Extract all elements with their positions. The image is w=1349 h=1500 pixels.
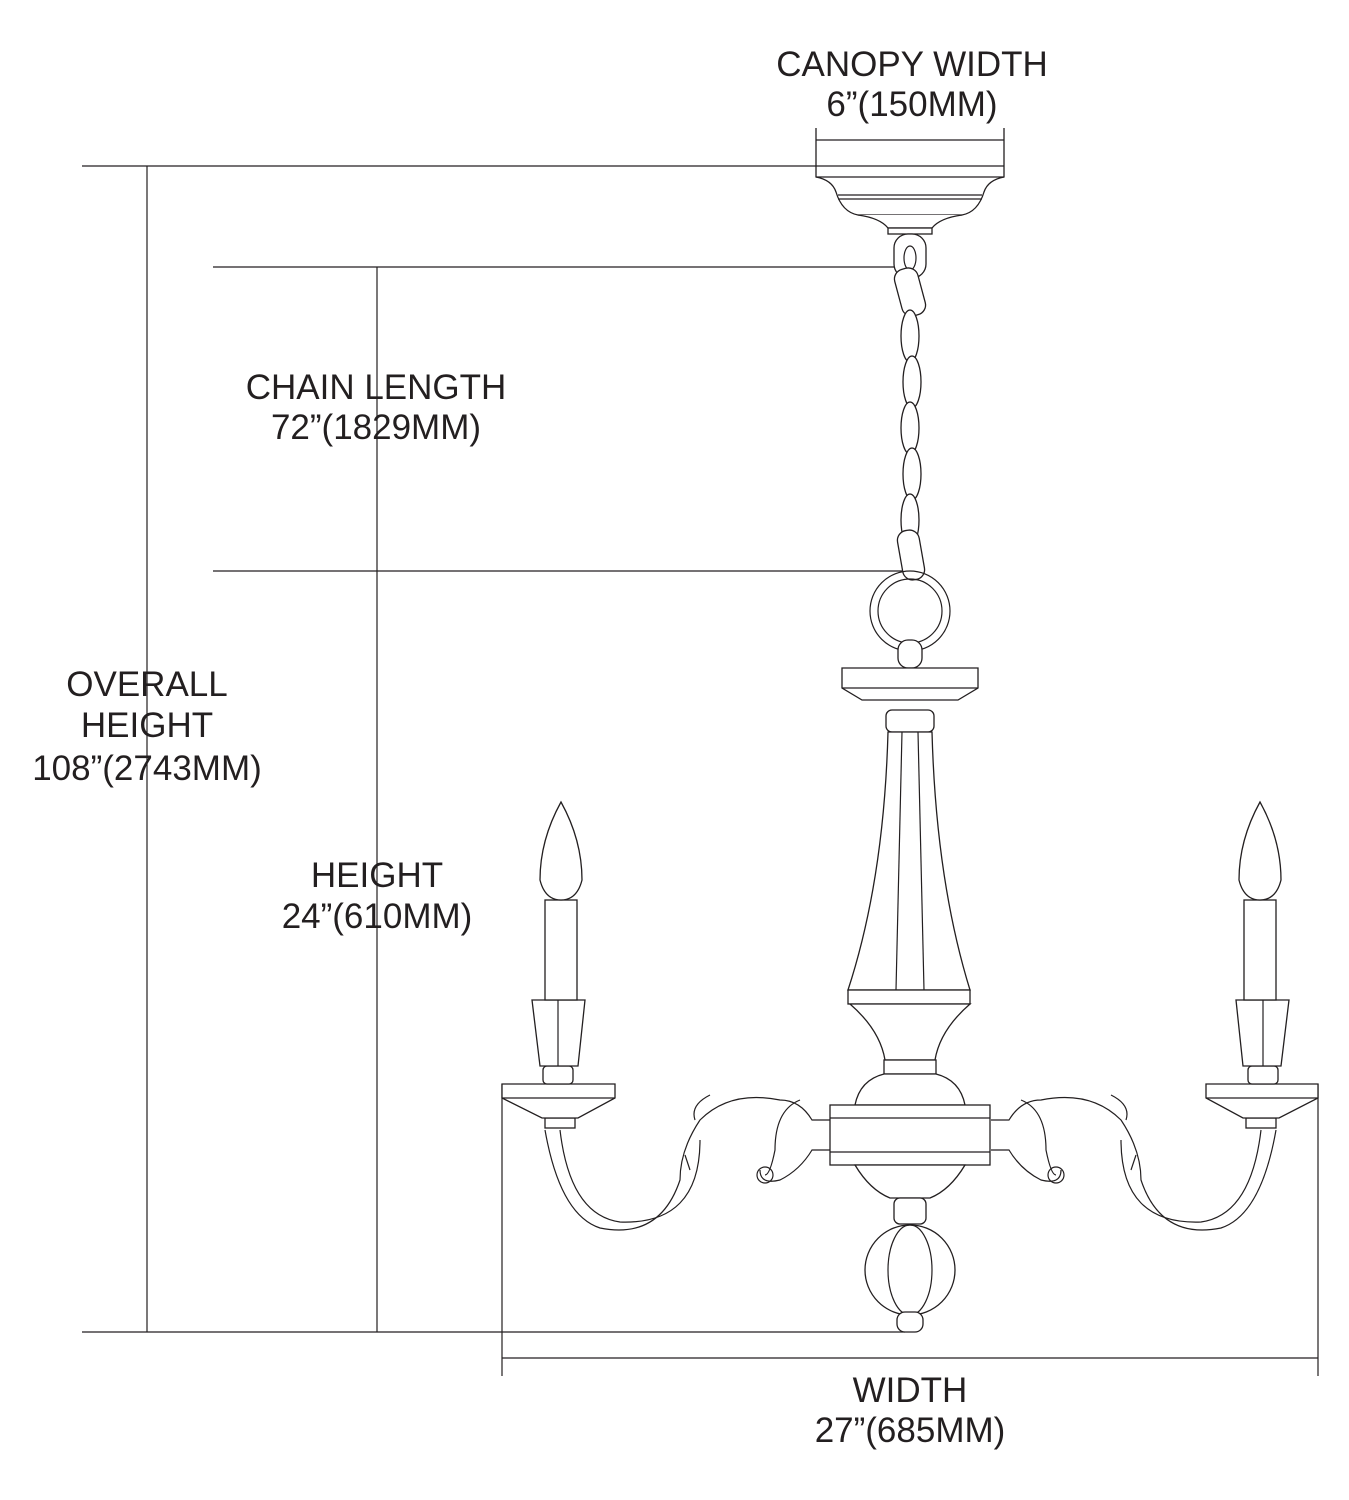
canopy-width-label: CANOPY WIDTH <box>776 45 1048 84</box>
chandelier-body <box>829 639 991 1333</box>
overall-height-label-1: OVERALL <box>66 665 227 704</box>
canopy <box>815 128 1005 235</box>
chain-length-label: CHAIN LENGTH <box>246 368 507 407</box>
canopy-width-value: 6”(150MM) <box>826 85 997 124</box>
width-value: 27”(685MM) <box>815 1411 1006 1450</box>
height-label: HEIGHT <box>311 856 443 895</box>
chain-length-value: 72”(1829MM) <box>271 408 481 447</box>
chain <box>869 233 951 652</box>
overall-height-label-2: HEIGHT <box>81 706 213 745</box>
right-arm <box>991 800 1319 1231</box>
left-arm <box>501 800 830 1231</box>
overall-height-value: 108”(2743MM) <box>32 749 262 788</box>
height-value: 24”(610MM) <box>282 897 473 936</box>
width-label: WIDTH <box>853 1371 968 1410</box>
dimension-lines <box>82 165 1319 1376</box>
